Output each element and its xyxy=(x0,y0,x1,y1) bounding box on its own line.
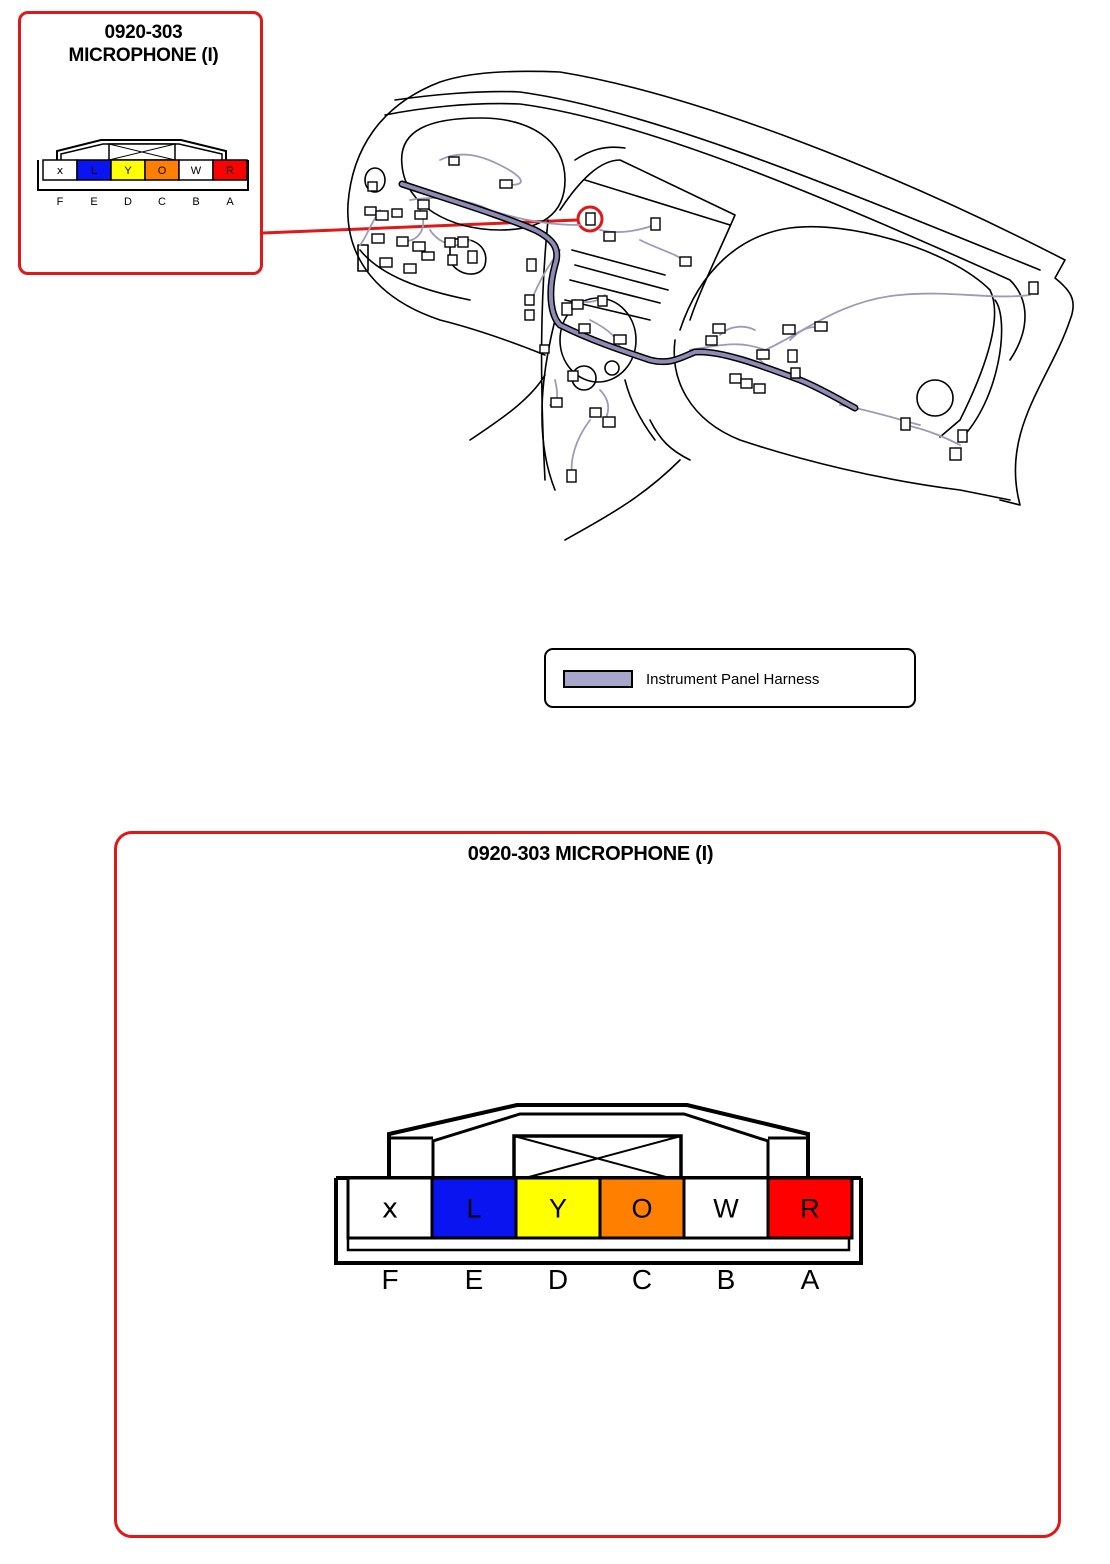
callout-wire-color-d: Y xyxy=(124,165,132,177)
detail-wire-color-a: R xyxy=(800,1193,820,1223)
callout-pin-position-b: B xyxy=(192,196,199,208)
instrument-panel-illustration xyxy=(347,70,1074,541)
detail-cavity-e xyxy=(430,1176,518,1240)
callout-pin-position-a: A xyxy=(226,196,234,208)
detail-pin-position-b: B xyxy=(717,1264,736,1295)
detail-wire-color-f: ⅹ xyxy=(382,1193,398,1223)
callout-part-number: 0920-303 xyxy=(104,22,183,43)
legend-label: Instrument Panel Harness xyxy=(646,671,820,688)
detail-wire-color-b: W xyxy=(713,1193,739,1223)
detail-cavity-c xyxy=(598,1176,686,1240)
detail-wire-color-e: L xyxy=(466,1193,481,1223)
detail-pin-position-c: C xyxy=(632,1264,652,1295)
detail-pin-position-e: E xyxy=(465,1264,484,1295)
callout-pin-position-d: D xyxy=(124,196,132,208)
detail-cavity-d xyxy=(514,1176,602,1240)
callout-wire-color-f: ⅹ xyxy=(57,165,64,177)
legend-swatch xyxy=(563,670,633,688)
connector-detail-diagram: ⅹF L E Y D O C W B R A xyxy=(334,1103,863,1295)
callout-pin-position-e: E xyxy=(90,196,97,208)
connector-detail-title: 0920-303 MICROPHONE (I) xyxy=(467,843,714,865)
callout-connector-diagram: ⅹF L E Y D O C W B R A xyxy=(37,139,249,208)
callout-wire-color-b: W xyxy=(191,165,202,177)
callout-connector-name: MICROPHONE (I) xyxy=(68,45,219,66)
connector-pin-row: ⅹF L E Y D O C W B R A xyxy=(346,1176,854,1295)
callout-pin-position-c: C xyxy=(158,196,166,208)
callout-wire-color-c: O xyxy=(158,165,167,177)
detail-cavity-f xyxy=(346,1176,434,1240)
callout-wire-color-e: L xyxy=(91,165,97,177)
detail-cavity-a xyxy=(766,1176,854,1240)
callout-pin-position-f: F xyxy=(57,196,64,208)
detail-pin-position-f: F xyxy=(381,1264,398,1295)
detail-wire-color-c: O xyxy=(631,1193,652,1223)
detail-wire-color-d: Y xyxy=(549,1193,567,1223)
detail-pin-position-d: D xyxy=(548,1264,568,1295)
callout-wire-color-a: R xyxy=(226,165,234,177)
harness-legend: Instrument Panel Harness xyxy=(544,648,916,708)
detail-pin-position-a: A xyxy=(801,1264,820,1295)
detail-cavity-b xyxy=(682,1176,770,1240)
instrument-panel-harness xyxy=(400,182,857,410)
callout-pin-row: ⅹF L E Y D O C W B R A xyxy=(42,159,248,208)
